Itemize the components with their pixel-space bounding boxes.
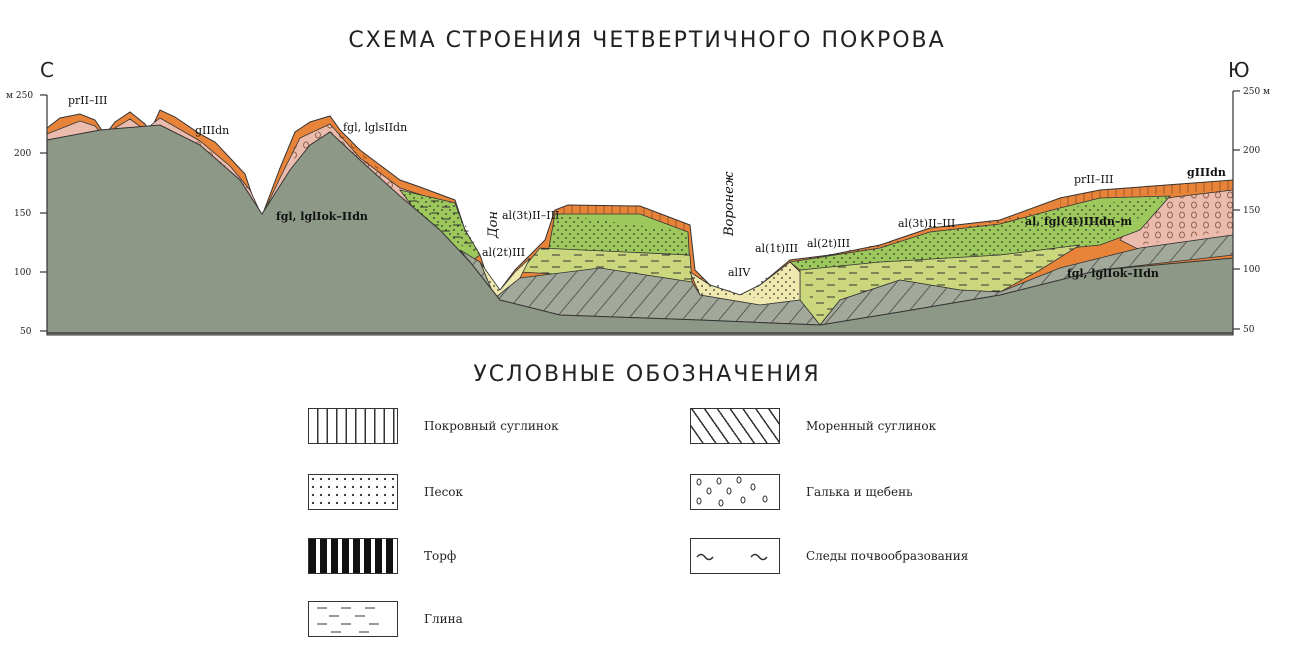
right-elevation-axis	[1232, 90, 1240, 335]
label-al2-left: al(2t)III	[482, 246, 525, 259]
label-pr-left: prII–III	[68, 94, 108, 107]
left-axis-top-label: м 250	[6, 91, 33, 101]
label-fgl-top: fgl, lglsIIdn	[343, 121, 407, 134]
label-al2-right: al(2t)III	[807, 237, 850, 250]
waves-swatch	[690, 538, 780, 574]
legend-label: Галька и щебень	[806, 485, 913, 499]
left-tick: 150	[14, 209, 31, 219]
label-pr-right: prII–III	[1074, 173, 1114, 186]
legend-item: Песок	[308, 474, 463, 510]
dots-swatch	[308, 474, 398, 510]
right-tick: 200	[1243, 146, 1260, 156]
right-tick: 100	[1243, 265, 1260, 275]
legend-item: Следы почвообразования	[690, 538, 968, 574]
label-fgl-right: fgl, lglIok–IIdn	[1067, 267, 1159, 280]
right-tick: 150	[1243, 206, 1260, 216]
left-tick: 50	[20, 327, 32, 337]
legend-label: Торф	[424, 549, 457, 563]
river-voronezh-label: Воронеж	[722, 171, 737, 237]
legend-item: Глина	[308, 601, 463, 637]
legend-title: УСЛОВНЫЕ ОБОЗНАЧЕНИЯ	[473, 362, 821, 387]
thick-vertical-swatch	[308, 538, 398, 574]
legend-item: Моренный суглинок	[690, 408, 936, 444]
label-al3-right: al(3t)II–III	[898, 217, 955, 230]
label-al3-left: al(3t)II–III	[502, 209, 559, 222]
label-g-right: gIIIdn	[1187, 166, 1226, 179]
right-axis-top-label: 250 м	[1243, 87, 1270, 97]
label-g-left: gIIIdn	[195, 124, 229, 137]
legend-item: Галька и щебень	[690, 474, 913, 510]
label-fgl-left: fgl, lglIok–IIdn	[276, 210, 368, 223]
left-tick: 200	[14, 149, 31, 159]
legend-label: Глина	[424, 612, 463, 626]
legend-label: Следы почвообразования	[806, 549, 969, 563]
legend-item: Торф	[308, 538, 456, 574]
dashes-swatch	[308, 601, 398, 637]
cross-section-svg: м 250 200 150 100 50 250 м 200 150 100 5…	[6, 87, 1270, 337]
hatch-circles-swatch	[690, 408, 780, 444]
label-al-fgl: al, fgl(4t)IIIdn–m	[1025, 215, 1132, 228]
left-elevation-axis	[40, 94, 1233, 335]
legend-item: Покровный суглинок	[308, 408, 559, 444]
vertical-lines-swatch	[308, 408, 398, 444]
left-tick: 100	[14, 268, 31, 278]
south-label: Ю	[1228, 58, 1250, 82]
river-don-label: Дон	[486, 211, 501, 239]
right-tick: 50	[1243, 325, 1255, 335]
label-al1: al(1t)III	[755, 242, 798, 255]
legend-label: Моренный суглинок	[806, 419, 937, 433]
north-label: С	[40, 58, 54, 82]
diagram-title: СХЕМА СТРОЕНИЯ ЧЕТВЕРТИЧНОГО ПОКРОВА	[348, 28, 946, 53]
pebbles-swatch	[690, 474, 780, 510]
bedrock	[46, 124, 1234, 336]
legend-label: Песок	[424, 485, 464, 499]
label-al-iv: alIV	[728, 266, 751, 279]
legend-label: Покровный суглинок	[424, 419, 559, 433]
